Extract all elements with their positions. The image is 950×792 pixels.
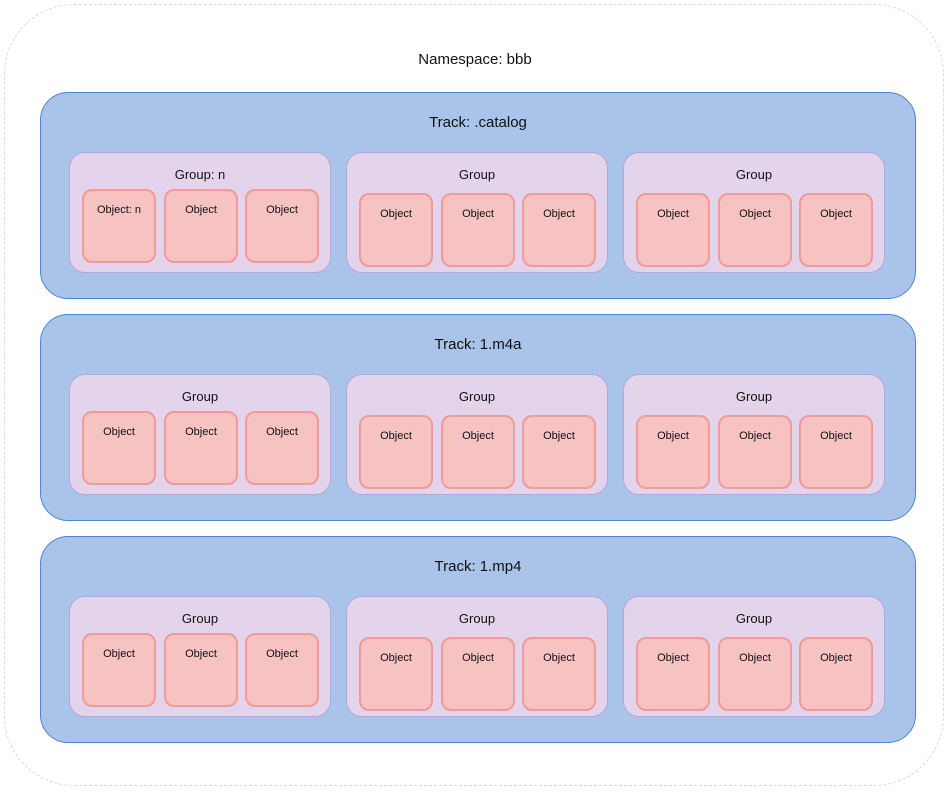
group-title: Group [735, 389, 773, 404]
object-box: Object [522, 415, 596, 489]
track-title: Track: 1.m4a [434, 336, 522, 353]
object-label: Object [103, 426, 135, 438]
object-box: Object [164, 411, 238, 485]
object-box: Object: n [82, 189, 156, 263]
object-box: Object [164, 189, 238, 263]
namespace-title: Namespace: bbb [418, 51, 532, 68]
object-label: Object [543, 652, 575, 664]
group-title: Group [458, 389, 496, 404]
group-title: Group [735, 167, 773, 182]
object-box: Object [359, 415, 433, 489]
track-title: Track: 1.mp4 [434, 558, 522, 575]
object-box: Object [799, 415, 873, 489]
object-box: Object [441, 415, 515, 489]
object-box: Object [522, 193, 596, 267]
object-box: Object [636, 637, 710, 711]
group-box: Group: n Object: n Object Object [69, 152, 331, 273]
object-label: Object [543, 208, 575, 220]
object-label: Object [657, 208, 689, 220]
object-box: Object [82, 633, 156, 707]
object-box: Object [441, 637, 515, 711]
track-title: Track: .catalog [429, 114, 527, 131]
object-box: Object [359, 637, 433, 711]
object-label: Object [820, 430, 852, 442]
object-box: Object [245, 633, 319, 707]
object-box: Object [718, 193, 792, 267]
object-box: Object [718, 415, 792, 489]
object-box: Object [799, 193, 873, 267]
object-box: Object [245, 189, 319, 263]
object-label: Object [657, 430, 689, 442]
object-label: Object [462, 652, 494, 664]
object-label: Object [739, 652, 771, 664]
object-box: Object [245, 411, 319, 485]
object-label: Object [820, 652, 852, 664]
object-label: Object [185, 204, 217, 216]
object-label: Object [543, 430, 575, 442]
object-box: Object [359, 193, 433, 267]
object-box: Object [441, 193, 515, 267]
object-label: Object [380, 208, 412, 220]
object-label: Object [462, 208, 494, 220]
object-box: Object [636, 415, 710, 489]
group-title: Group [181, 611, 219, 626]
group-title: Group [458, 167, 496, 182]
object-label: Object [380, 430, 412, 442]
object-label: Object [185, 648, 217, 660]
object-box: Object [636, 193, 710, 267]
object-label: Object [739, 208, 771, 220]
object-label: Object [185, 426, 217, 438]
group-title: Group [181, 389, 219, 404]
object-label: Object [266, 204, 298, 216]
object-box: Object [799, 637, 873, 711]
object-label: Object [820, 208, 852, 220]
object-label: Object [462, 430, 494, 442]
object-box: Object [718, 637, 792, 711]
object-label: Object [380, 652, 412, 664]
object-label: Object [266, 648, 298, 660]
object-box: Object [82, 411, 156, 485]
object-label: Object [103, 648, 135, 660]
group-title: Group [458, 611, 496, 626]
object-box: Object [164, 633, 238, 707]
object-label: Object [657, 652, 689, 664]
object-box: Object [522, 637, 596, 711]
object-label: Object [266, 426, 298, 438]
object-label: Object: n [96, 204, 142, 216]
group-title: Group: n [174, 167, 226, 182]
group-title: Group [735, 611, 773, 626]
object-label: Object [739, 430, 771, 442]
